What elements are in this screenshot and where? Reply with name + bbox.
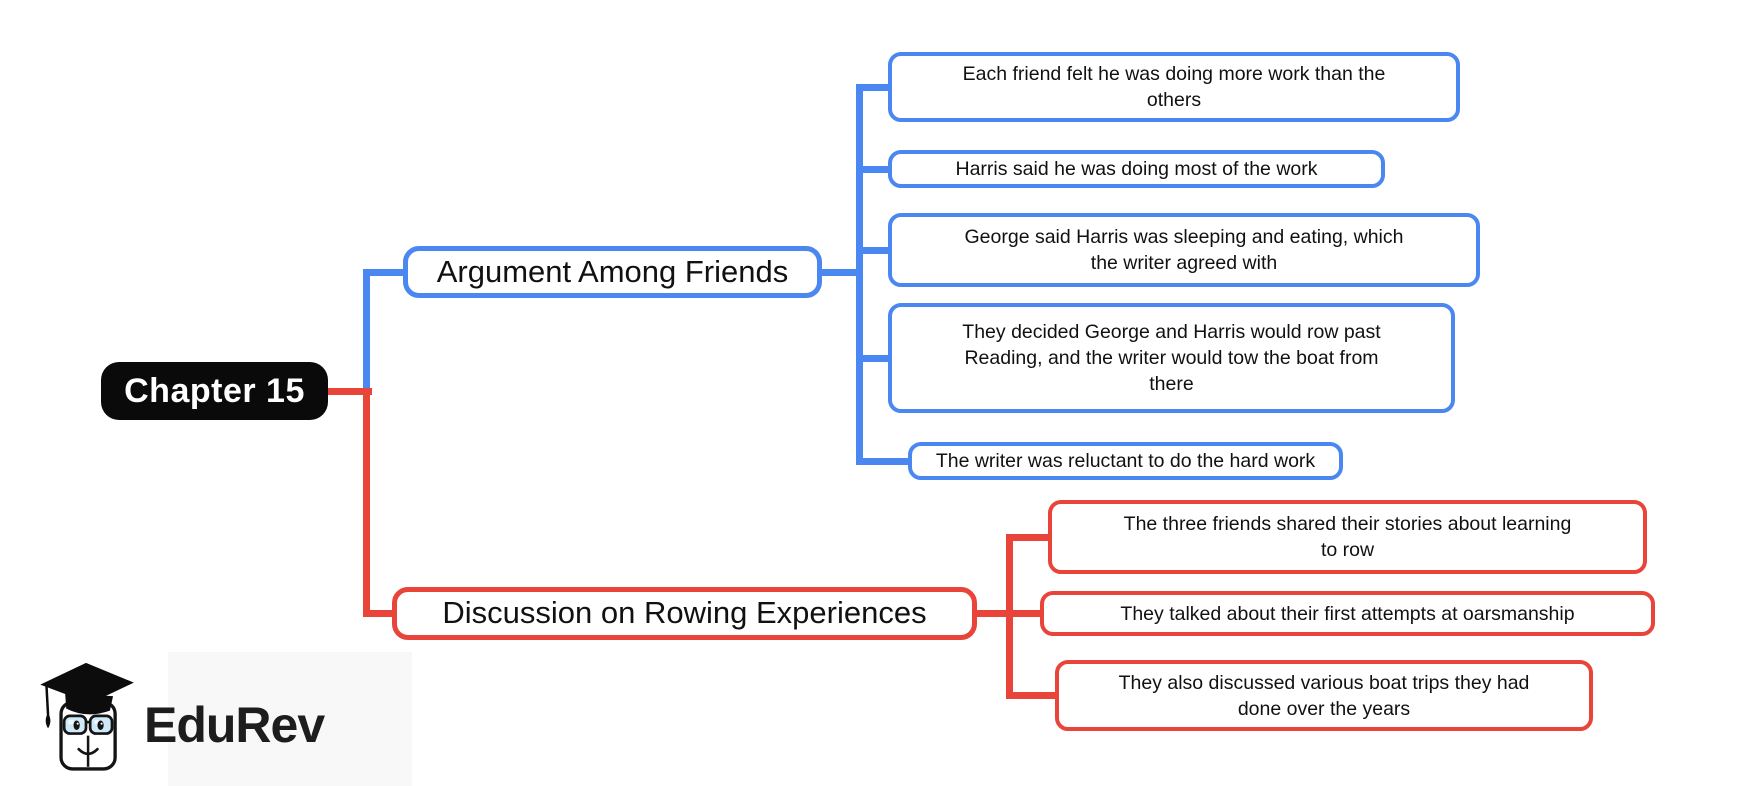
connector-blue-node-stub [822,269,860,276]
connector-red-vertical [363,388,370,617]
connector-blue-leaf2 [856,166,888,173]
leaf-argument-1: Each friend felt he was doing more work … [888,52,1460,122]
connector-blue-leaf3 [856,247,888,254]
edurev-wordmark: EduRev [144,697,325,753]
leaf-argument-4: They decided George and Harris would row… [888,303,1455,413]
logo-backdrop [168,652,412,786]
connector-root-stub [326,388,372,395]
connector-blue-leaf5 [856,458,908,465]
leaf-rowing-1: The three friends shared their stories a… [1048,500,1647,574]
connector-blue-trunk [856,84,863,465]
connector-blue-to-node [363,269,403,276]
leaf-rowing-2: They talked about their first attempts a… [1040,591,1655,636]
root-node: Chapter 15 [101,362,328,420]
connector-red-leaf2 [1006,610,1040,617]
connector-blue-leaf1 [856,84,888,91]
leaf-argument-2: Harris said he was doing most of the wor… [888,150,1385,188]
connector-red-node-stub [977,610,1010,617]
branch-node-rowing: Discussion on Rowing Experiences [392,587,977,640]
leaf-argument-3: George said Harris was sleeping and eati… [888,213,1480,287]
edurev-mascot-icon [40,662,134,771]
leaf-argument-5: The writer was reluctant to do the hard … [908,442,1343,480]
connector-red-leaf1 [1006,534,1048,541]
connector-red-leaf3 [1006,692,1055,699]
edurev-logo: EduRev [26,650,412,786]
leaf-rowing-3: They also discussed various boat trips t… [1055,660,1593,731]
connector-blue-leaf4 [856,355,888,362]
connector-red-to-node [363,610,392,617]
connector-blue-vertical [363,269,370,388]
branch-node-argument: Argument Among Friends [403,246,822,298]
